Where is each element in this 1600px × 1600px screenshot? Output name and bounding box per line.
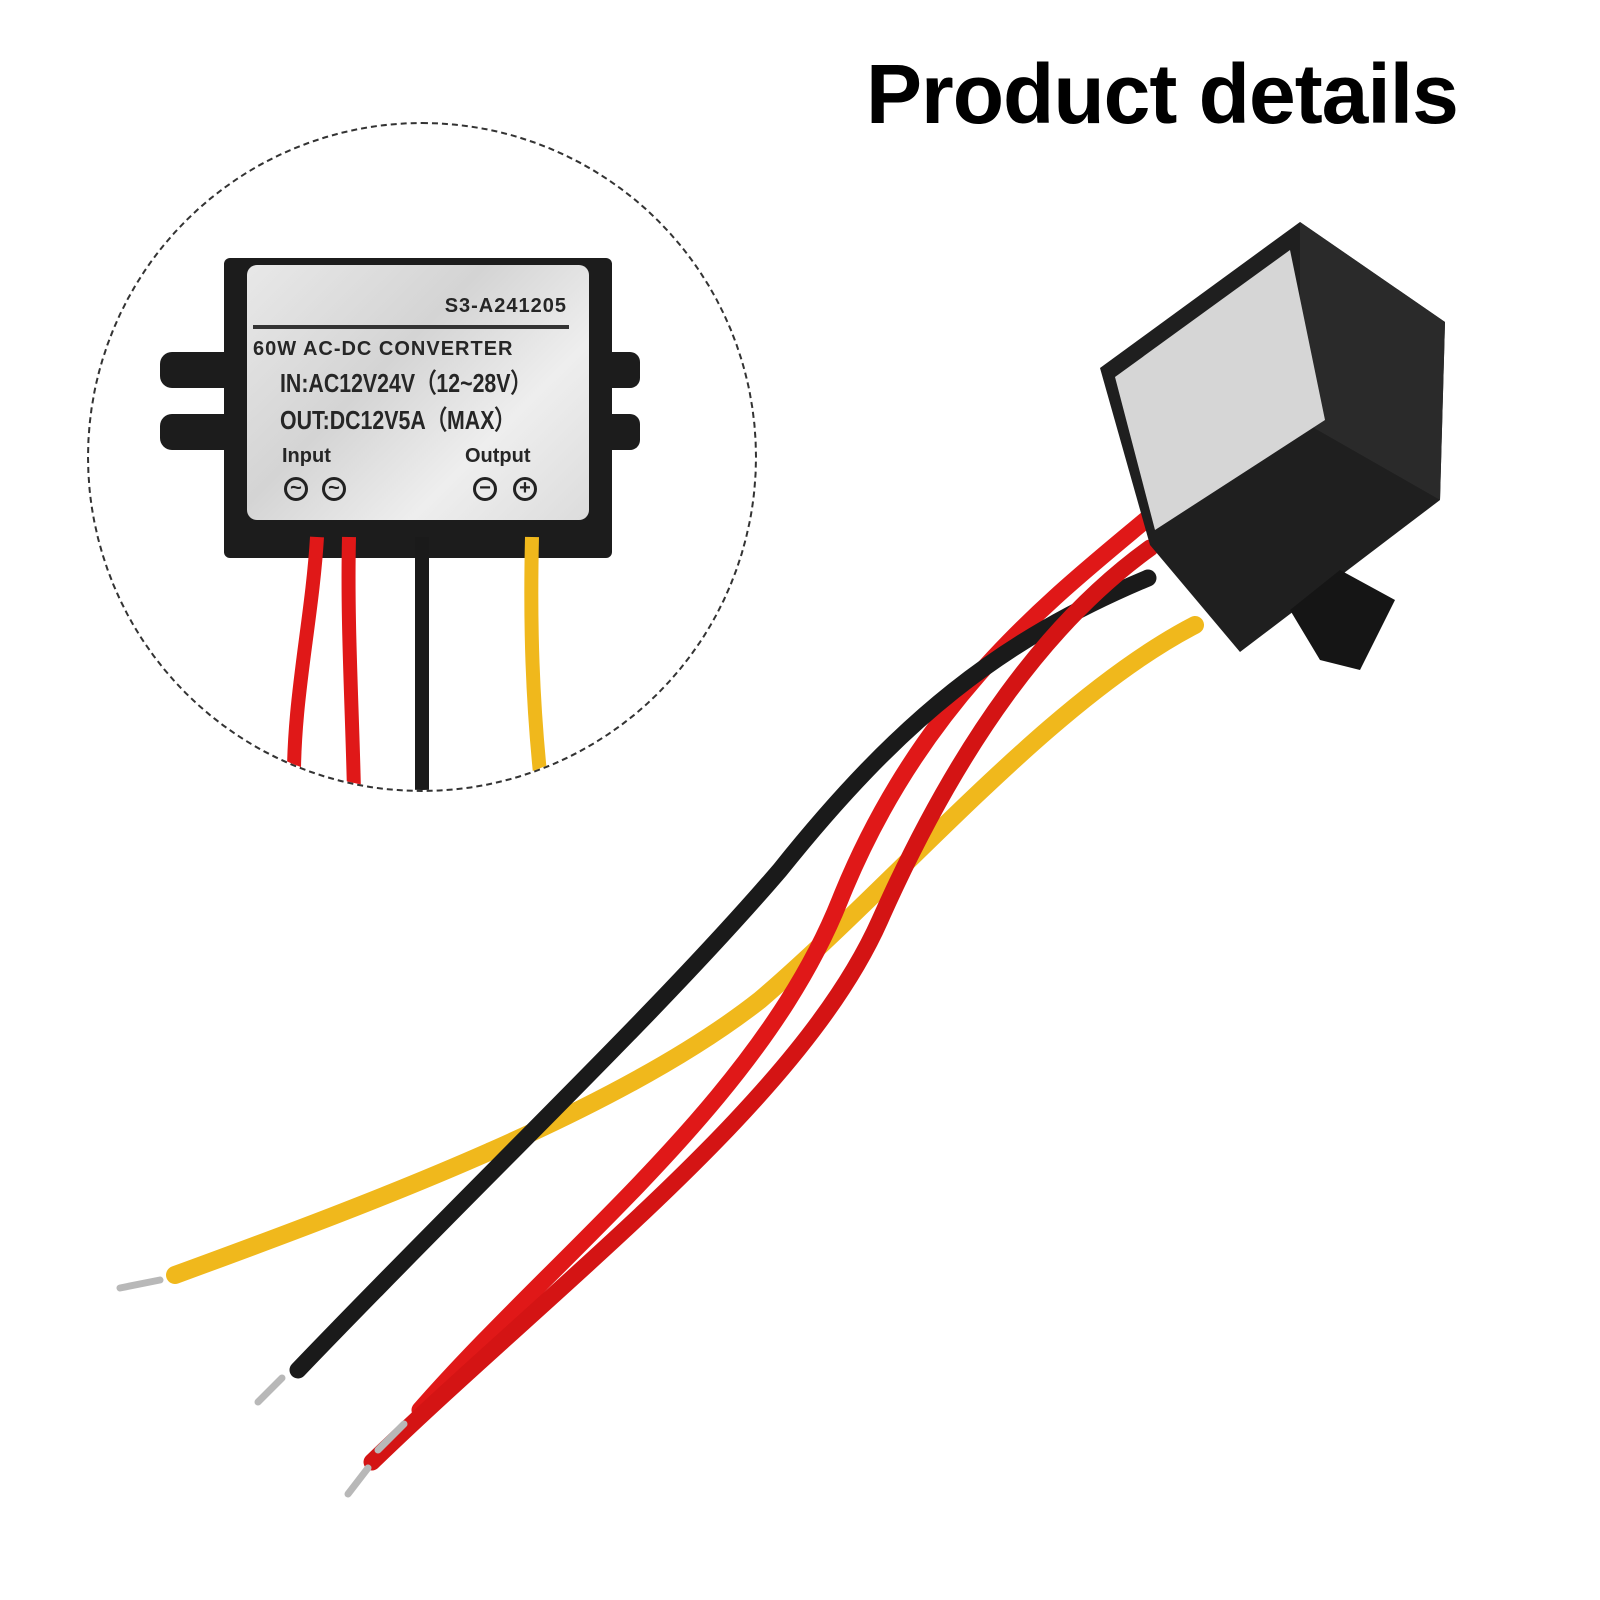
black-wire: [289, 569, 1157, 1379]
input-label: Input: [282, 445, 331, 467]
converter-module-angled: [1100, 222, 1445, 670]
label-divider: [253, 325, 569, 329]
output-label: Output: [465, 445, 531, 467]
model-number: S3-A241205: [444, 295, 567, 317]
yellow-wire: [166, 616, 1204, 1284]
red-wire: [363, 539, 1159, 1471]
ac-tilde-icon: ~: [284, 477, 308, 501]
ac-tilde-icon: ~: [322, 477, 346, 501]
product-name: 60W AC-DC CONVERTER: [253, 338, 514, 360]
product-label: S3-A241205 60W AC-DC CONVERTER IN:AC12V2…: [247, 265, 589, 520]
minus-icon: −: [473, 477, 497, 501]
red-wire: [411, 509, 1157, 1419]
input-spec: IN:AC12V24V（12~28V）: [280, 368, 532, 398]
label-closeup-inset: S3-A241205 60W AC-DC CONVERTER IN:AC12V2…: [87, 122, 757, 792]
plus-icon: +: [513, 477, 537, 501]
output-spec: OUT:DC12V5A（MAX）: [280, 405, 516, 435]
page-title: Product details: [866, 47, 1459, 141]
